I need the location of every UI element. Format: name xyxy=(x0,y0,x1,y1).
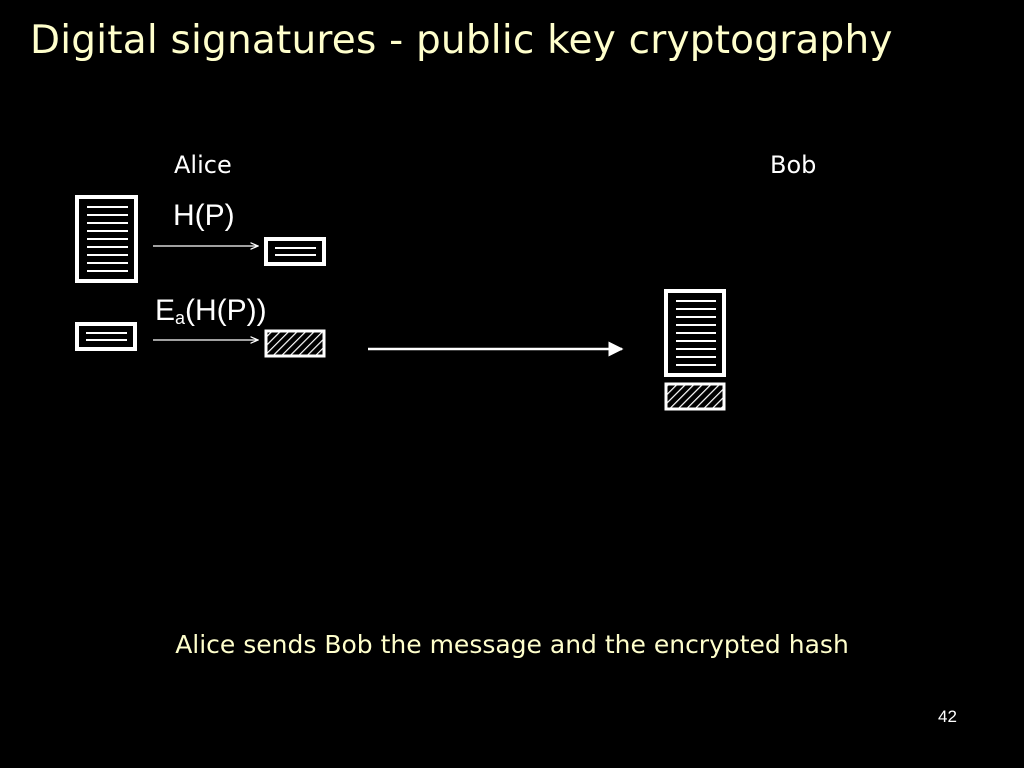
encrypted-hash-block-icon xyxy=(264,329,326,358)
alice-label: Alice xyxy=(174,151,232,179)
encrypted-hash-label: Ea(H(P)) xyxy=(155,294,267,328)
encrypted-suffix: (H(P)) xyxy=(185,294,267,327)
slide-caption: Alice sends Bob the message and the encr… xyxy=(175,630,849,659)
bob-label: Bob xyxy=(770,151,817,179)
alice-hash-block-icon xyxy=(75,322,137,351)
bob-document-icon xyxy=(664,289,726,377)
hash-block-icon xyxy=(264,237,326,266)
slide-title: Digital signatures - public key cryptogr… xyxy=(30,18,893,63)
bob-encrypted-hash-block-icon xyxy=(664,382,726,411)
alice-document-icon xyxy=(75,195,138,283)
hash-label: H(P) xyxy=(173,199,235,232)
encrypted-subscript: a xyxy=(175,308,186,328)
page-number: 42 xyxy=(938,707,957,726)
encrypted-prefix: E xyxy=(155,294,176,327)
